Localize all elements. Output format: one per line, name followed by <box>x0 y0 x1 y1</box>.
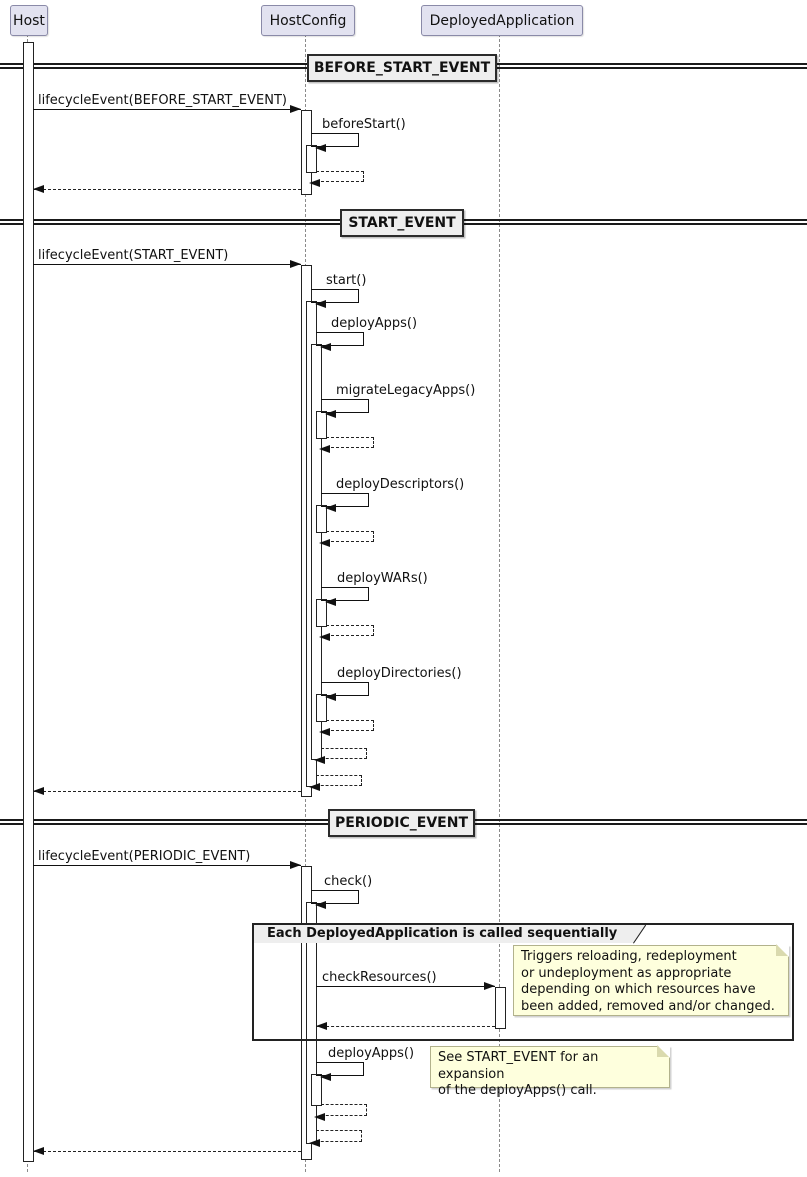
lifeline-deployedapplication <box>499 34 500 1172</box>
self-call-deploydescriptors <box>321 493 369 512</box>
arrowhead-icon <box>33 184 44 193</box>
arrowhead-icon <box>320 342 331 351</box>
activation-deploydirectories <box>316 694 327 722</box>
activation-deployedapplication <box>495 987 506 1029</box>
arrowhead-icon <box>33 786 44 795</box>
self-return-deploydescriptors <box>319 531 374 547</box>
arrowhead-icon <box>309 782 320 791</box>
arrowhead-icon <box>325 409 336 418</box>
arrowhead-icon <box>314 755 325 764</box>
arrowhead-icon <box>315 143 326 152</box>
self-call-deployapps-periodic <box>316 1062 364 1081</box>
arrowhead-icon <box>315 299 326 308</box>
divider-periodic-event: PERIODIC_EVENT <box>328 809 475 837</box>
arrowhead-icon <box>319 632 330 641</box>
message-arrow-lifecycle-start <box>33 259 301 268</box>
return-arrow-to-host <box>33 786 301 795</box>
self-return-beforestart <box>309 171 364 187</box>
message-label-lifecycle-start: lifecycleEvent(START_EVENT) <box>38 248 229 263</box>
message-label-check: check() <box>324 874 373 889</box>
message-label-deploydescriptors: deployDescriptors() <box>336 477 465 492</box>
message-label-migratelegacyapps: migrateLegacyApps() <box>336 383 476 398</box>
group-frame-title: Each DeployedApplication is called seque… <box>254 925 646 943</box>
message-label-deploydirectories: deployDirectories() <box>337 666 462 681</box>
message-label-deployapps-periodic: deployApps() <box>328 1046 415 1061</box>
self-call-check <box>311 890 359 909</box>
note-fold-icon <box>657 1045 669 1057</box>
message-arrow-lifecycle-before-start <box>33 104 301 113</box>
arrowhead-icon <box>325 503 336 512</box>
arrowhead-icon <box>315 900 326 909</box>
arrowhead-icon <box>325 692 336 701</box>
arrowhead-icon <box>309 178 320 187</box>
message-arrow-lifecycle-periodic <box>33 860 301 869</box>
message-label-deployapps: deployApps() <box>331 316 418 331</box>
activation-deploydescriptors <box>316 505 327 533</box>
arrowhead-icon <box>314 1112 325 1121</box>
arrowhead-icon <box>319 727 330 736</box>
self-call-deployapps <box>316 332 364 351</box>
self-return-check <box>309 1130 362 1147</box>
note-fold-icon <box>776 944 788 956</box>
arrowhead-icon <box>309 1138 320 1147</box>
participant-hostconfig: HostConfig <box>261 5 355 36</box>
message-label-start: start() <box>326 273 367 288</box>
activation-migratelegacyapps <box>316 411 327 439</box>
activation-host <box>23 42 34 1162</box>
message-label-beforestart: beforeStart() <box>322 117 406 132</box>
arrowhead-icon <box>484 981 495 990</box>
note-deployapps: See START_EVENT for an expansion of the … <box>430 1046 670 1098</box>
message-label-lifecycle-before-start: lifecycleEvent(BEFORE_START_EVENT) <box>38 93 287 108</box>
return-arrow-to-host <box>33 1146 301 1155</box>
arrowhead-icon <box>290 104 301 113</box>
self-call-deploywars <box>321 587 369 606</box>
arrowhead-icon <box>33 1146 44 1155</box>
activation-deployapps-periodic <box>311 1074 322 1106</box>
participant-host: Host <box>10 5 48 36</box>
arrowhead-icon <box>316 1021 327 1030</box>
arrowhead-icon <box>325 597 336 606</box>
self-return-deploydirectories <box>319 720 374 736</box>
self-return-deploywars <box>319 625 374 641</box>
activation-deploywars <box>316 599 327 627</box>
self-call-migratelegacyapps <box>321 399 369 418</box>
self-return-deployapps-periodic <box>314 1104 367 1121</box>
message-label-deploywars: deployWARs() <box>337 571 428 586</box>
divider-start-event: START_EVENT <box>340 209 464 237</box>
participant-deployedapplication: DeployedApplication <box>421 5 583 36</box>
return-arrow-to-host <box>33 184 301 193</box>
self-call-beforestart <box>311 133 359 152</box>
arrowhead-icon <box>290 860 301 869</box>
activation-beforestart <box>306 145 317 173</box>
note-checkresources: Triggers reloading, redeployment or unde… <box>513 945 789 1016</box>
self-return-deployapps <box>314 748 367 764</box>
self-call-start <box>311 289 359 308</box>
message-label-lifecycle-periodic: lifecycleEvent(PERIODIC_EVENT) <box>38 849 251 864</box>
arrowhead-icon <box>319 538 330 547</box>
arrowhead-icon <box>319 444 330 453</box>
divider-before-start-event: BEFORE_START_EVENT <box>307 54 497 82</box>
group-frame: Each DeployedApplication is called seque… <box>252 923 794 1041</box>
message-label-checkresources: checkResources() <box>322 970 437 985</box>
self-return-start <box>309 775 362 791</box>
arrowhead-icon <box>320 1072 331 1081</box>
self-return-migratelegacyapps <box>319 437 374 453</box>
arrowhead-icon <box>290 259 301 268</box>
message-arrow-checkresources <box>316 981 495 990</box>
self-call-deploydirectories <box>321 682 369 701</box>
return-arrow-checkresources <box>316 1021 495 1030</box>
